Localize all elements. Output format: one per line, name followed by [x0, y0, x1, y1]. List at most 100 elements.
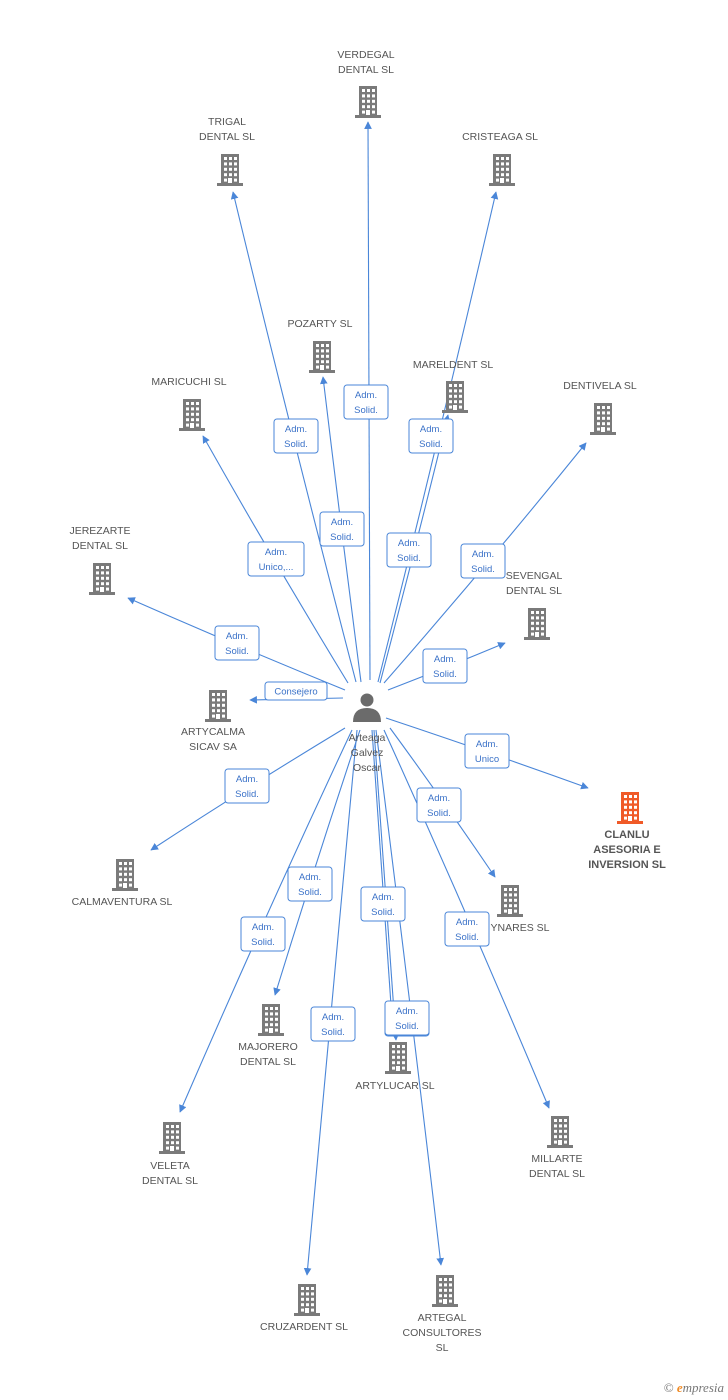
building-window [234, 173, 237, 177]
building-window [124, 867, 127, 871]
role-badge-trigal[interactable]: Adm.Solid. [273, 418, 319, 454]
building-window [176, 1146, 179, 1150]
role-badge-dentivela[interactable]: Adm.Solid. [460, 543, 506, 579]
role-badge-pozarty[interactable]: Adm.Solid. [319, 511, 365, 547]
building-window [439, 1283, 442, 1287]
building-window [444, 1288, 447, 1292]
building-icon-maricuchi[interactable] [179, 399, 205, 431]
building-base [309, 370, 335, 373]
building-window [629, 795, 632, 798]
building-window [311, 1292, 314, 1296]
building-window [301, 1292, 304, 1296]
building-icon-millarte[interactable] [547, 1116, 573, 1148]
role-badge-cristeaga[interactable]: Adm.Solid. [408, 418, 454, 454]
building-icon-calmaventura[interactable] [112, 859, 138, 891]
building-window [454, 400, 457, 404]
building-icon-verdegal[interactable] [355, 86, 381, 118]
building-icon-artylucar[interactable] [385, 1042, 411, 1074]
building-window [439, 1294, 442, 1298]
building-window [634, 805, 637, 809]
building-window [514, 893, 517, 897]
building-window [597, 427, 600, 431]
building-icon-cristeaga[interactable] [489, 154, 515, 186]
building-icon-artegal[interactable] [432, 1275, 458, 1307]
building-window [554, 1135, 557, 1139]
building-icon-artycalma[interactable] [205, 690, 231, 722]
building-window [514, 898, 517, 902]
building-icon-ynares[interactable] [497, 885, 523, 917]
building-icon-pozarty[interactable] [309, 341, 335, 373]
role-badge-ynares[interactable]: Adm.Solid. [416, 787, 462, 823]
building-window [321, 354, 324, 358]
role-badge-clanlu[interactable]: Adm.Unico [464, 733, 510, 769]
building-icon-sevengal[interactable] [524, 608, 550, 640]
role-badge-sevengal[interactable]: Adm.Solid. [422, 648, 468, 684]
building-icon-veleta[interactable] [159, 1122, 185, 1154]
building-icon-clanlu[interactable] [617, 792, 643, 824]
building-window [514, 909, 517, 913]
building-window [367, 89, 370, 92]
building-window [554, 1129, 557, 1133]
building-icon-trigal[interactable] [217, 154, 243, 186]
building-base [497, 914, 523, 917]
building-window [607, 416, 610, 420]
building-icon-jerezarte[interactable] [89, 563, 115, 595]
company-label-trigal: TRIGAL [208, 116, 246, 128]
role-text: Solid. [225, 646, 249, 657]
company-label-jerezarte: JEREZARTE [69, 525, 130, 537]
building-window [129, 883, 132, 887]
building-icon-majorero[interactable] [258, 1004, 284, 1036]
building-window [597, 406, 600, 409]
role-badge-artycalma[interactable]: Consejero [264, 681, 328, 701]
building-window [171, 1130, 174, 1134]
building-window [229, 157, 232, 160]
building-icon-cruzardent[interactable] [294, 1284, 320, 1316]
role-badge-artylucar2[interactable]: Adm.Solid. [384, 1000, 430, 1036]
role-badge-mareldent[interactable]: Adm.Solid. [386, 532, 432, 568]
role-badge-cruzardent[interactable]: Adm.Solid. [310, 1006, 356, 1042]
building-window [217, 693, 220, 696]
building-base [385, 1071, 411, 1074]
building-window [101, 582, 104, 586]
role-badge-artylucar[interactable]: Adm.Solid. [360, 886, 406, 922]
role-badge-majorero[interactable]: Adm.Solid. [287, 866, 333, 902]
building-icon-dentivela[interactable] [590, 403, 616, 435]
empresia-watermark[interactable]: © empresia [664, 1380, 724, 1396]
building-window [602, 422, 605, 426]
building-window [459, 405, 462, 409]
building-window [316, 354, 319, 358]
building-window [607, 411, 610, 415]
role-badge-maricuchi[interactable]: Adm.Unico,... [247, 541, 305, 577]
person-icon[interactable] [353, 693, 381, 723]
building-icon-mareldent[interactable] [442, 381, 468, 413]
building-window [217, 703, 220, 707]
role-badge-verdegal[interactable]: Adm.Solid. [343, 384, 389, 420]
building-window [119, 862, 122, 865]
role-badge-calmaventura[interactable]: Adm.Solid. [224, 768, 270, 804]
building-window [196, 412, 199, 416]
building-window [270, 1012, 273, 1016]
building-window [444, 1278, 447, 1281]
role-badge-veleta[interactable]: Adm.Solid. [240, 916, 286, 952]
building-window [124, 872, 127, 876]
building-window [536, 627, 539, 631]
role-badge-box [360, 886, 406, 922]
role-badge-box [214, 625, 260, 661]
role-text: Solid. [397, 553, 421, 564]
role-badge-millarte[interactable]: Adm.Solid. [444, 911, 490, 947]
building-window [504, 888, 507, 891]
building-window [496, 173, 499, 177]
building-window [541, 616, 544, 620]
role-text: Unico,... [259, 562, 294, 573]
building-window [196, 402, 199, 405]
building-window [449, 405, 452, 409]
role-text: Solid. [330, 532, 354, 543]
role-badge-box [408, 418, 454, 454]
company-label-artegal: SL [436, 1342, 449, 1354]
building-window [597, 422, 600, 426]
building-window [316, 344, 319, 347]
building-window [301, 1303, 304, 1307]
role-badge-jerezarte[interactable]: Adm.Solid. [214, 625, 260, 661]
building-window [506, 167, 509, 171]
building-window [196, 423, 199, 427]
